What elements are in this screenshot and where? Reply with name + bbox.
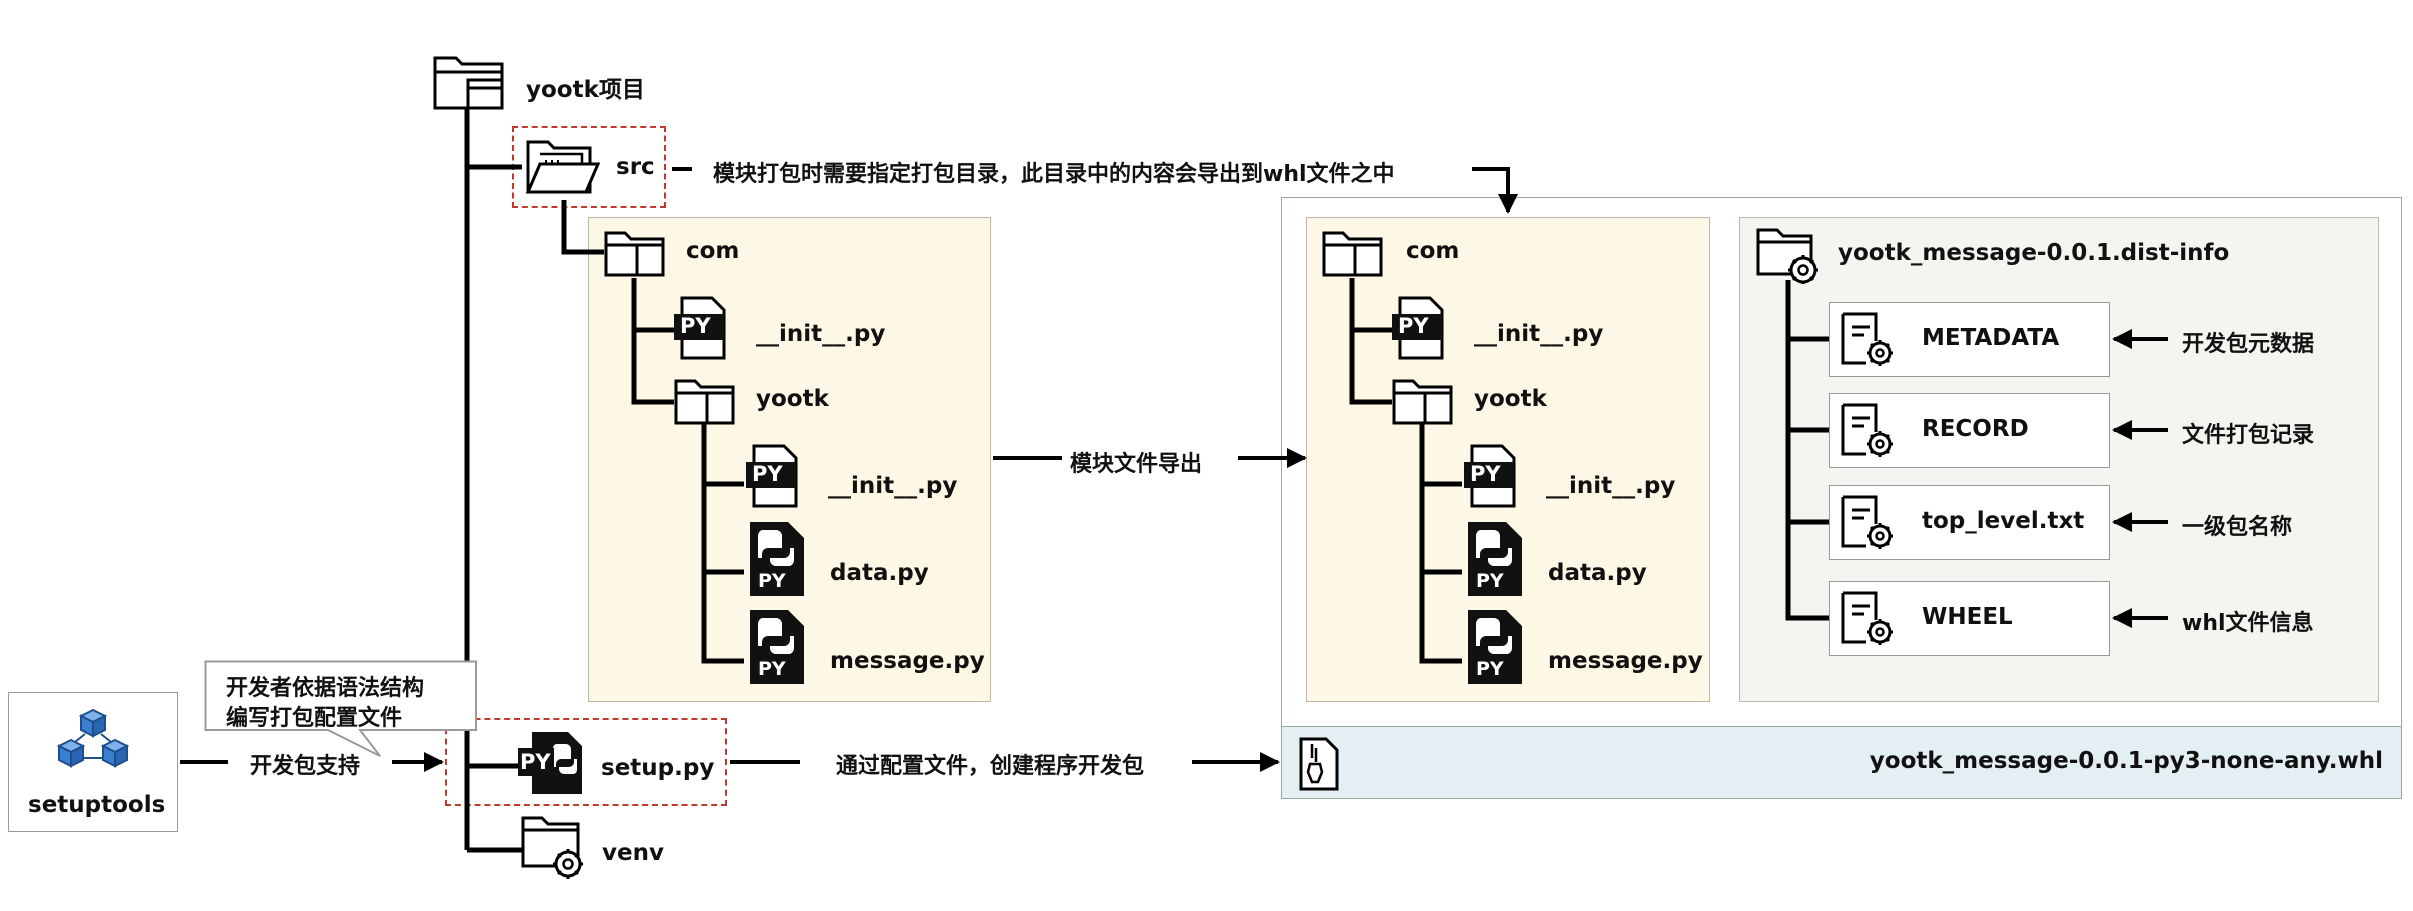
meta-item-name: RECORD — [1922, 416, 2029, 442]
py-badge-label: PY — [1476, 570, 1504, 592]
data-py-label: data.py — [830, 560, 929, 586]
com-init-label: __init__.py — [756, 321, 886, 347]
py-badge-label: PY — [758, 570, 786, 592]
whl-message-py-label: message.py — [1548, 648, 1703, 674]
project-folder-icon — [433, 56, 504, 110]
meta-item: top_level.txt — [1829, 485, 2110, 560]
meta-item-name: top_level.txt — [1922, 508, 2085, 534]
py-badge-label: PY — [680, 314, 711, 338]
py-badge-label: PY — [1476, 658, 1504, 680]
py-badge-label: PY — [1470, 462, 1501, 486]
export-arrow-label: 模块文件导出 — [1070, 452, 1203, 477]
config-file-gear-icon — [1841, 312, 1893, 366]
whl-yootk-init-label: __init__.py — [1546, 473, 1676, 499]
whl-data-py-file-icon: PY — [1466, 520, 1526, 598]
whl-com-label: com — [1406, 238, 1460, 264]
config-file-gear-icon — [1841, 591, 1893, 645]
py-badge-label: PY — [752, 462, 783, 486]
yootk-label: yootk — [756, 386, 829, 412]
data-py-file-icon: PY — [748, 520, 808, 598]
support-arrow-label: 开发包支持 — [250, 754, 361, 779]
src-note: 模块打包时需要指定打包目录，此目录中的内容会导出到whl文件之中 — [713, 162, 1395, 187]
config-file-gear-icon — [1841, 403, 1893, 457]
setuptools-cubes-icon — [56, 708, 130, 768]
com-folder-icon — [604, 231, 665, 277]
setuptools-label: setuptools — [28, 792, 166, 818]
callout-line-1: 开发者依据语法结构 — [226, 676, 425, 701]
whl-yootk-folder-icon — [1392, 379, 1453, 425]
whl-yootk-label: yootk — [1474, 386, 1547, 412]
venv-folder-gear-icon — [521, 816, 583, 879]
whl-init-file-icon: PY — [1390, 296, 1454, 360]
meta-item-desc: 一级包名称 — [2182, 515, 2293, 540]
meta-item: WHEEL — [1829, 581, 2110, 656]
meta-item: METADATA — [1829, 302, 2110, 377]
whl-file-label: yootk_message-0.0.1-py3-none-any.whl — [1869, 748, 2383, 774]
whl-data-py-label: data.py — [1548, 560, 1647, 586]
message-py-file-icon: PY — [748, 608, 808, 686]
whl-com-folder-icon — [1322, 231, 1383, 277]
meta-item-desc: 开发包元数据 — [2182, 332, 2315, 357]
callout-line-2: 编写打包配置文件 — [226, 706, 403, 731]
venv-label: venv — [602, 840, 664, 866]
whl-archive-icon — [1299, 737, 1339, 791]
meta-item-desc: whl文件信息 — [2182, 611, 2314, 636]
yootk-folder-icon — [674, 379, 735, 425]
message-py-label: message.py — [830, 648, 985, 674]
setup-py-label: setup.py — [601, 755, 715, 781]
config-file-gear-icon — [1841, 495, 1893, 549]
setup-highlight — [445, 718, 727, 806]
yootk-init-label: __init__.py — [828, 473, 958, 499]
callout-bubble-shape — [204, 660, 477, 757]
meta-item-name: WHEEL — [1922, 604, 2013, 630]
whl-yootk-init-file-icon: PY — [1462, 444, 1526, 508]
init-file-icon: PY — [672, 296, 736, 360]
com-label: com — [686, 238, 740, 264]
whl-message-py-file-icon: PY — [1466, 608, 1526, 686]
create-arrow-label: 通过配置文件，创建程序开发包 — [836, 754, 1145, 779]
dist-info-label: yootk_message-0.0.1.dist-info — [1838, 240, 2230, 266]
meta-item-name: METADATA — [1922, 325, 2060, 351]
meta-item-desc: 文件打包记录 — [2182, 423, 2315, 448]
py-badge-label: PY — [758, 658, 786, 680]
py-badge-label: PY — [520, 750, 551, 774]
yootk-init-file-icon: PY — [744, 444, 808, 508]
project-root-label: yootk项目 — [526, 77, 645, 103]
py-badge-label: PY — [1398, 314, 1429, 338]
whl-com-init-label: __init__.py — [1474, 321, 1604, 347]
whl-file-bar — [1281, 726, 2402, 799]
setup-py-file-icon: PY — [516, 730, 586, 796]
dist-info-folder-gear-icon — [1756, 228, 1818, 284]
src-label: src — [616, 154, 655, 180]
src-folder-icon — [525, 140, 600, 194]
meta-item: RECORD — [1829, 393, 2110, 468]
